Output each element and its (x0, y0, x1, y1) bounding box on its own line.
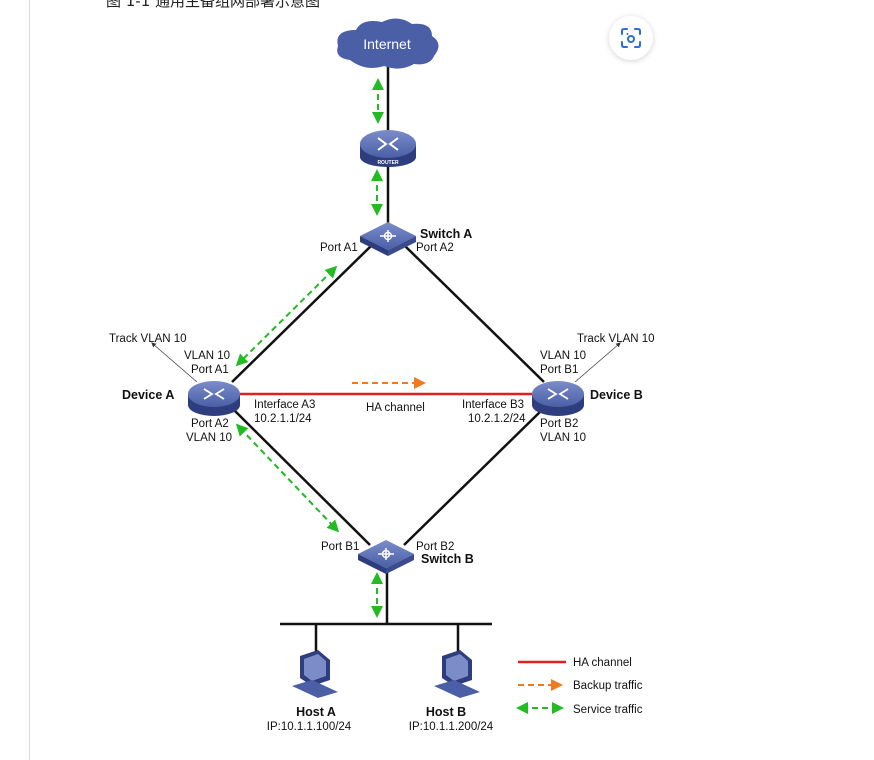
device-a-name: Device A (122, 388, 174, 402)
device-b-upper-vlan: VLAN 10 (540, 350, 586, 362)
host-a-ip: IP:10.1.1.100/24 (267, 721, 352, 733)
firewall-device-icon (188, 381, 240, 407)
host-a-name: Host A (296, 705, 336, 719)
router: ROUTER (360, 130, 416, 167)
switch-b-name: Switch B (421, 552, 474, 566)
switch-b-port-right: Port B2 (416, 541, 454, 553)
device-b-lower-vlan: VLAN 10 (540, 432, 586, 444)
host-b: Host B IP:10.1.1.200/24 (409, 650, 494, 733)
device-b: Device B Track VLAN 10 VLAN 10 Port B1 P… (462, 333, 655, 444)
switch-b: Port B1 Port B2 Switch B (321, 540, 474, 574)
device-a-upper-vlan: VLAN 10 (184, 350, 230, 362)
legend-label: HA channel (573, 657, 632, 669)
device-a-lower-port: Port A2 (191, 418, 229, 430)
host-b-ip: IP:10.1.1.200/24 (409, 721, 494, 733)
ha-channel-label: HA channel (366, 402, 425, 414)
legend: HA channel Backup traffic Service traffi… (516, 657, 643, 716)
internet-cloud: Internet (337, 18, 439, 69)
device-b-ip: 10.2.1.2/24 (468, 413, 526, 425)
switch-a: Switch A Port A1 Port A2 (320, 222, 472, 256)
device-a: Device A Track VLAN 10 VLAN 10 Port A1 P… (109, 333, 315, 444)
host-a: Host A IP:10.1.1.100/24 (267, 650, 352, 733)
cloud-icon (337, 18, 439, 69)
scan-image-icon (621, 28, 641, 48)
device-a-upper-port: Port A1 (191, 364, 229, 376)
device-a-interface: Interface A3 (254, 399, 315, 411)
traffic-arrows (235, 78, 426, 618)
track-arrow-b (574, 342, 621, 383)
device-b-name: Device B (590, 388, 643, 402)
figure-caption: 图 1-1 通用主备组网部署示意图 (106, 0, 321, 10)
device-b-track: Track VLAN 10 (577, 333, 655, 345)
firewall-device-icon (532, 381, 584, 407)
device-a-track: Track VLAN 10 (109, 333, 187, 345)
switch-a-name: Switch A (420, 227, 472, 241)
image-scan-button[interactable] (609, 16, 653, 60)
page-left-border (29, 0, 30, 760)
router-arrows-icon (377, 137, 399, 151)
router-icon (360, 130, 416, 158)
router-badge: ROUTER (377, 160, 399, 166)
link-switch-a-device-b (403, 244, 545, 383)
service-traffic-arrow (235, 265, 338, 367)
internet-label: Internet (363, 36, 411, 52)
device-b-interface: Interface B3 (462, 399, 524, 411)
legend-label: Backup traffic (573, 680, 643, 692)
link-switch-a-device-a (231, 244, 373, 383)
device-b-upper-port: Port B1 (540, 364, 578, 376)
device-a-ip: 10.2.1.1/24 (254, 413, 312, 425)
switch-a-port-left: Port A1 (320, 242, 358, 254)
switch-a-port-right: Port A2 (416, 242, 454, 254)
device-b-lower-port: Port B2 (540, 418, 578, 430)
switch-b-port-left: Port B1 (321, 541, 359, 553)
device-a-lower-vlan: VLAN 10 (186, 432, 232, 444)
link-device-b-switch-b (403, 407, 545, 546)
service-traffic-arrow (235, 423, 340, 533)
link-device-a-switch-b (231, 407, 371, 546)
track-arrow-a (151, 342, 198, 383)
legend-label: Service traffic (573, 704, 643, 716)
host-b-name: Host B (426, 705, 466, 719)
